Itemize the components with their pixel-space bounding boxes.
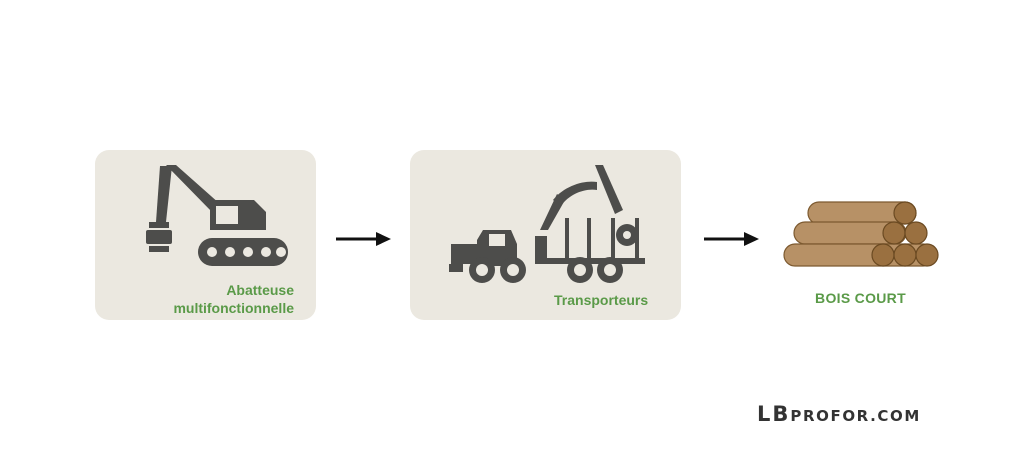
brand-suffix: PROFOR.COM [790,407,921,425]
arrow-right-icon [704,232,759,246]
forwarder-label: Transporteurs [554,292,649,308]
forwarder-icon [449,165,645,283]
arrow-right-icon [336,232,391,246]
harvester-label: Abatteuse multifonctionnelle [95,281,316,317]
harvester-card [95,150,316,320]
brand-logo: LBPROFOR.COM [757,402,921,426]
brand-prefix: LB [757,402,791,426]
harvester-label-line1: Abatteuse [226,282,294,298]
harvester-label-line2: multifonctionnelle [173,300,294,316]
harvester-icon [146,165,288,266]
output-label: BOIS COURT [815,290,906,306]
log-pile-icon [783,201,939,267]
